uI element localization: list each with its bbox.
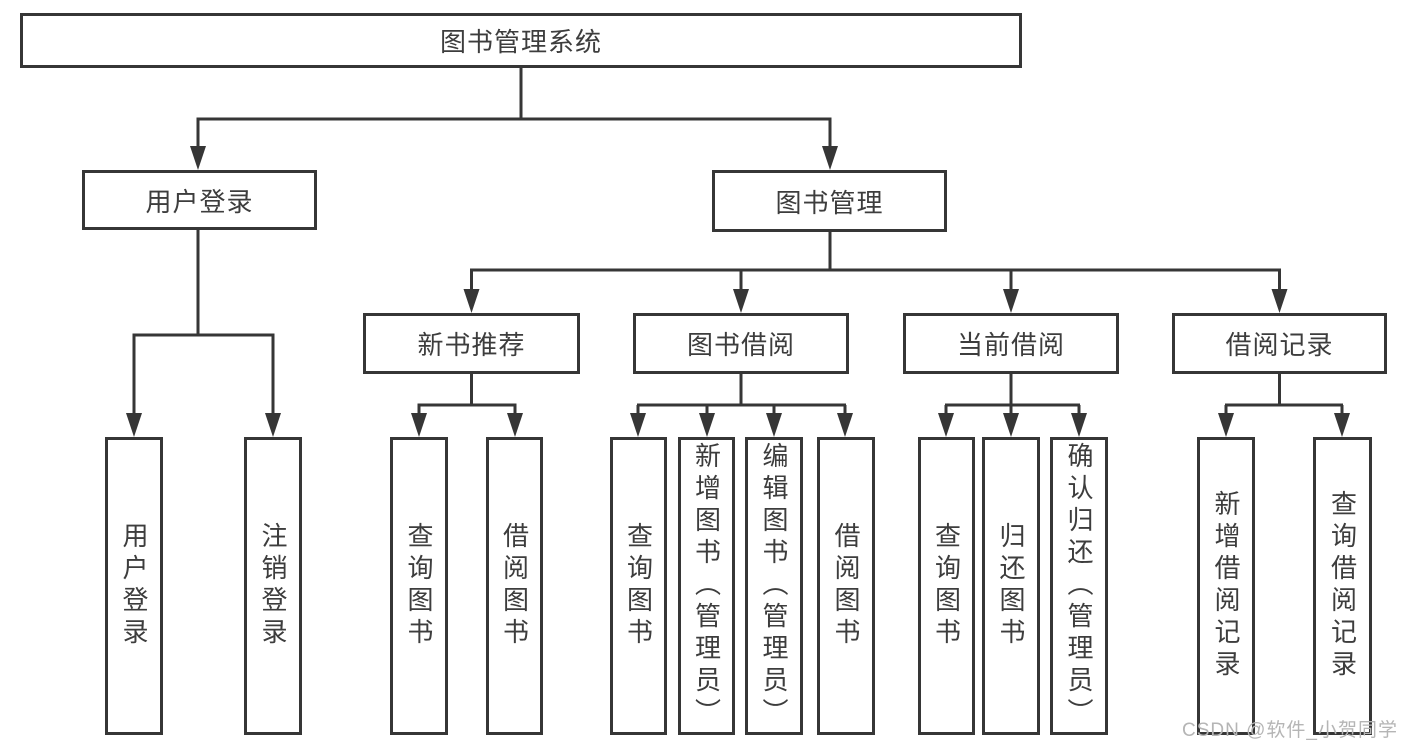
leaf-br-add-record: 新增借阅记录 [1197,437,1255,735]
leaf-bb-add-book-admin: 新增图书（管理员） [678,437,735,735]
leaf-nbr-query-book: 查询图书 [390,437,448,735]
node-book-management: 图书管理 [712,170,947,232]
node-label: 图书借阅 [686,330,795,360]
leaf-bb-query-book: 查询图书 [610,437,667,735]
leaf-label: 查询图书 [931,522,962,650]
leaf-label: 编辑图书（管理员） [759,442,789,730]
leaf-br-query-record: 查询借阅记录 [1313,437,1372,735]
node-label: 用户登录 [145,186,254,217]
node-new-book-recommend: 新书推荐 [363,313,580,374]
node-borrow-records: 借阅记录 [1172,313,1387,374]
leaf-label: 借阅图书 [831,522,861,650]
leaf-user-login: 用户登录 [105,437,163,735]
leaf-bb-borrow-book: 借阅图书 [817,437,875,735]
node-root: 图书管理系统 [20,13,1022,68]
node-label: 图书管理 [775,187,884,218]
leaf-label: 查询图书 [404,522,434,650]
leaf-bb-edit-book-admin: 编辑图书（管理员） [745,437,803,735]
leaf-cb-confirm-return-admin: 确认归还（管理员） [1050,437,1108,735]
leaf-label: 确认归还（管理员） [1064,442,1094,730]
leaf-label: 用户登录 [119,522,149,650]
node-current-borrow: 当前借阅 [903,313,1119,374]
node-label: 新书推荐 [417,330,526,360]
watermark: CSDN @软件_小贺同学 [1182,720,1398,741]
leaf-cb-query-book: 查询图书 [918,437,975,735]
leaf-cb-return-book: 归还图书 [982,437,1040,735]
leaf-label: 归还图书 [996,522,1026,650]
node-label: 图书管理系统 [439,27,602,57]
node-book-borrow: 图书借阅 [633,313,849,374]
leaf-label: 借阅图书 [499,522,530,650]
leaf-label: 注销登录 [258,522,288,650]
leaf-label: 新增借阅记录 [1211,490,1241,682]
leaf-label: 查询借阅记录 [1327,490,1358,682]
leaf-logout: 注销登录 [244,437,302,735]
leaf-nbr-borrow-book: 借阅图书 [486,437,543,735]
node-user-login: 用户登录 [82,170,317,230]
leaf-label: 新增图书（管理员） [691,442,722,730]
leaf-label: 查询图书 [623,522,654,650]
node-label: 当前借阅 [956,330,1065,360]
node-label: 借阅记录 [1225,330,1334,360]
